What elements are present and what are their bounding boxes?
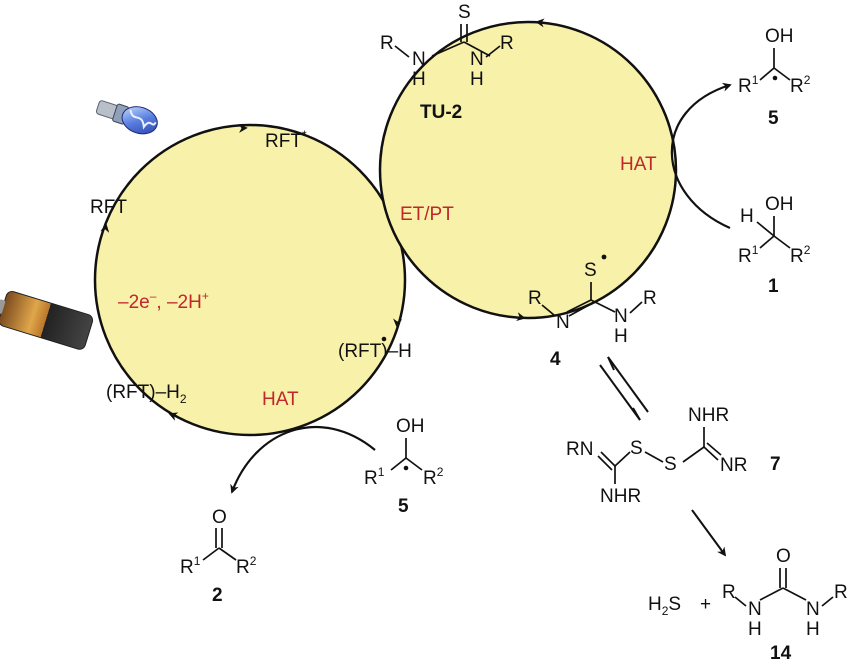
svg-text:R: R bbox=[722, 582, 736, 603]
svg-text:H: H bbox=[412, 69, 426, 90]
battery-icon bbox=[0, 290, 94, 350]
right-cycle bbox=[378, 20, 678, 320]
svg-text:N: N bbox=[748, 599, 762, 620]
oxidation-label: –2e–, –2H+ bbox=[118, 289, 209, 313]
svg-text:N: N bbox=[470, 49, 484, 70]
svg-text:OH: OH bbox=[765, 26, 794, 47]
compound-2: O R1 R2 2 bbox=[180, 507, 257, 606]
label-2: 2 bbox=[212, 585, 223, 606]
svg-text:R1: R1 bbox=[738, 73, 759, 97]
svg-text:O: O bbox=[776, 546, 791, 567]
svg-text:H: H bbox=[748, 619, 762, 640]
svg-text:H: H bbox=[614, 326, 628, 347]
svg-text:S: S bbox=[630, 438, 643, 459]
svg-text:R: R bbox=[500, 33, 514, 54]
svg-text:R: R bbox=[380, 33, 394, 54]
svg-text:H: H bbox=[740, 206, 754, 227]
svg-text:R1: R1 bbox=[364, 465, 385, 489]
hat-arrow-right bbox=[670, 82, 732, 230]
svg-text:R2: R2 bbox=[790, 243, 811, 267]
svg-text:R2: R2 bbox=[423, 465, 444, 489]
compound-1: OH H R1 R2 1 bbox=[738, 194, 811, 297]
svg-text:N: N bbox=[412, 49, 426, 70]
tu2-label: TU-2 bbox=[420, 102, 462, 123]
svg-text:OH: OH bbox=[396, 416, 425, 437]
svg-text:O: O bbox=[212, 507, 227, 528]
rft-label: RFT bbox=[90, 197, 127, 218]
svg-text:R1: R1 bbox=[180, 554, 201, 578]
compound-4: S N R N H R 4 bbox=[528, 254, 657, 370]
svg-text:RN: RN bbox=[566, 439, 593, 460]
left-cycle bbox=[93, 123, 407, 437]
rft-radical-dot bbox=[381, 336, 387, 342]
compound-5-bottom: OH R1 R2 5 bbox=[364, 416, 444, 517]
label-1: 1 bbox=[768, 276, 779, 297]
label-7: 7 bbox=[770, 454, 781, 475]
svg-text:NHR: NHR bbox=[688, 405, 729, 426]
svg-text:R2: R2 bbox=[236, 554, 257, 578]
svg-text:N: N bbox=[806, 599, 820, 620]
light-bulb-icon bbox=[95, 100, 158, 135]
label-5-bottom: 5 bbox=[398, 496, 409, 517]
rft-radical-h-label: (RFT)–H bbox=[338, 341, 412, 362]
decomposition-arrow bbox=[691, 509, 727, 557]
compound-5-top: OH R1 R2 5 bbox=[738, 26, 811, 129]
plus-sign: + bbox=[700, 594, 711, 615]
svg-text:NR: NR bbox=[720, 455, 747, 476]
equilibrium-arrow bbox=[599, 356, 649, 421]
svg-text:OH: OH bbox=[765, 194, 794, 215]
svg-text:H: H bbox=[806, 619, 820, 640]
svg-text:S: S bbox=[584, 260, 597, 281]
svg-text:R: R bbox=[834, 582, 848, 603]
tu2-sulfur: S bbox=[458, 2, 471, 23]
thiourea-tu2: S N H N H R R TU-2 bbox=[380, 2, 514, 123]
label-5-top: 5 bbox=[768, 108, 779, 129]
hat-arrow-bottom bbox=[230, 426, 376, 494]
svg-text:R1: R1 bbox=[738, 243, 759, 267]
hat-left-label: HAT bbox=[262, 389, 299, 410]
label-4: 4 bbox=[550, 349, 561, 370]
svg-text:N: N bbox=[556, 312, 570, 333]
label-14: 14 bbox=[770, 643, 792, 664]
et-pt-label: ET/PT bbox=[400, 204, 454, 225]
svg-text:N: N bbox=[614, 306, 628, 327]
hat-right-label: HAT bbox=[620, 154, 657, 175]
svg-text:NHR: NHR bbox=[600, 486, 641, 507]
svg-text:R: R bbox=[643, 288, 657, 309]
svg-text:H: H bbox=[470, 69, 484, 90]
rft-h2-label: (RFT)–H2 bbox=[106, 382, 187, 406]
svg-text:R2: R2 bbox=[790, 73, 811, 97]
compound-7: NHR NR S S RN NHR 7 bbox=[566, 405, 781, 507]
h2s-label: H2S bbox=[648, 594, 681, 618]
products-14: H2S + O N H N H R R 14 bbox=[648, 546, 848, 664]
svg-text:S: S bbox=[664, 454, 677, 475]
rft-star-label: RFT* bbox=[265, 128, 307, 152]
svg-text:R: R bbox=[528, 288, 542, 309]
